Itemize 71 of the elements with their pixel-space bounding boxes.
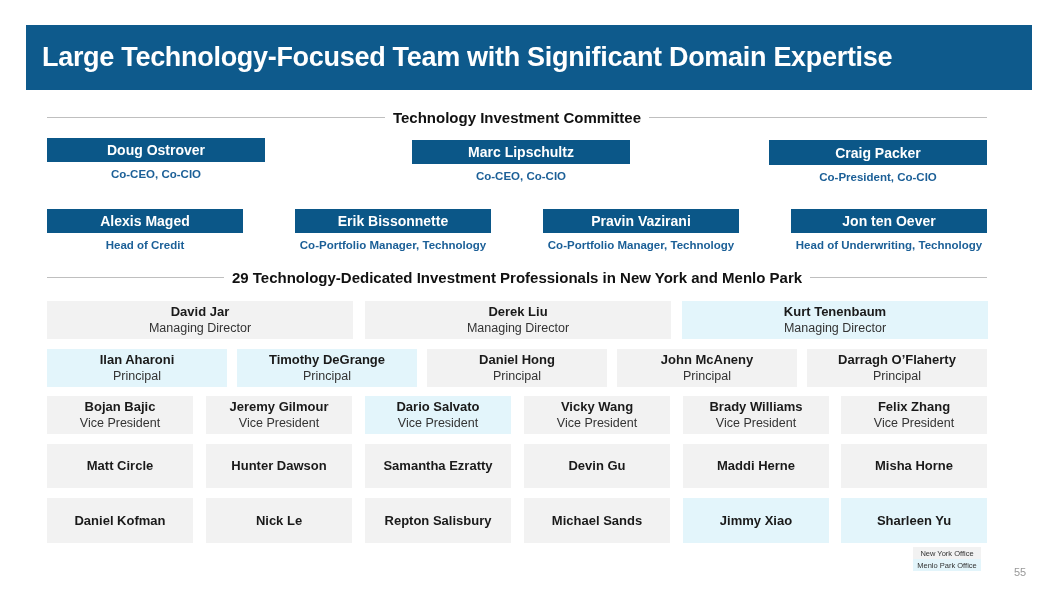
role-title: Co-CEO, Co-CIO	[109, 167, 203, 182]
role-title: Co-President, Co-CIO	[818, 170, 938, 185]
name-bar	[47, 138, 265, 162]
name-bar	[295, 209, 491, 233]
person-name: Maddi Herne	[717, 458, 795, 474]
person-name: Hunter Dawson	[231, 458, 327, 474]
person-name: Daniel Kofman	[74, 512, 166, 529]
person-card	[365, 396, 511, 434]
person-name: Erik Bissonnette	[337, 213, 449, 229]
role-title: Co-Portfolio Manager, Technology	[298, 238, 488, 253]
role-title: Vice President	[873, 415, 955, 431]
role-title: Co-Portfolio Manager, Technology	[546, 238, 736, 253]
person-name: Vicky Wang	[560, 399, 634, 415]
person-name: Dario Salvato	[396, 399, 480, 415]
slide-title: Large Technology-Focused Team with Significant Domain Expertise	[42, 42, 893, 73]
page-number: 55	[1014, 566, 1027, 578]
name-bar	[791, 209, 987, 233]
person-name: Sharleen Yu	[876, 512, 952, 529]
person-name: Misha Horne	[875, 458, 953, 474]
role-title: Managing Director	[783, 320, 887, 336]
person-name: Bojan Bajic	[84, 399, 156, 415]
person-name: Michael Sands	[551, 512, 643, 529]
person-name: Felix Zhang	[877, 399, 951, 415]
person-name: Pravin Vazirani	[591, 213, 691, 229]
role-title: Managing Director	[148, 320, 252, 336]
role-title: Co-CEO, Co-CIO	[474, 169, 568, 184]
person-name: Craig Packer	[835, 144, 921, 161]
person-name: Repton Salisbury	[384, 512, 492, 529]
person-card	[682, 301, 988, 339]
role-title: Principal	[113, 368, 161, 384]
person-name: Daniel Hong	[479, 352, 555, 368]
name-bar	[412, 140, 630, 164]
name-bar	[47, 209, 243, 233]
role-title: Vice President	[79, 415, 161, 431]
role-title: Vice President	[556, 415, 638, 431]
person-name: Darragh O’Flaherty	[838, 352, 956, 368]
role-title: Vice President	[715, 415, 797, 431]
role-title: Principal	[493, 368, 541, 384]
person-name: Samantha Ezratty	[383, 458, 493, 474]
name-bar	[543, 209, 739, 233]
person-name: Marc Lipschultz	[468, 144, 574, 160]
person-card	[237, 349, 417, 387]
person-name: Kurt Tenenbaum	[783, 304, 887, 320]
person-name: Jimmy Xiao	[719, 512, 793, 529]
person-name: Nick Le	[255, 512, 303, 529]
person-name: Timothy DeGrange	[268, 352, 386, 368]
role-title: Head of Credit	[104, 238, 186, 253]
person-name: Devin Gu	[568, 458, 626, 474]
person-name: David Jar	[170, 304, 230, 320]
person-name: Ilan Aharoni	[99, 352, 175, 368]
person-name: Matt Circle	[86, 458, 154, 474]
person-name: Brady Williams	[709, 399, 803, 415]
role-title: Vice President	[238, 415, 320, 431]
role-title: Head of Underwriting, Technology	[794, 238, 984, 253]
role-title: Principal	[873, 368, 921, 384]
person-card	[841, 498, 987, 543]
section-heading: 29 Technology-Dedicated Investment Professionals in New York and Menlo Park	[231, 269, 803, 286]
person-name: Jon ten Oever	[842, 213, 936, 229]
person-card	[683, 498, 829, 543]
person-name: John McAneny	[660, 352, 754, 368]
person-name: Jeremy Gilmour	[229, 399, 329, 415]
name-bar	[769, 140, 987, 165]
role-title: Principal	[303, 368, 351, 384]
section-heading: Technology Investment Committee	[392, 109, 642, 126]
role-title: Vice President	[397, 415, 479, 431]
role-title: Managing Director	[466, 320, 570, 336]
person-name: Doug Ostrover	[107, 142, 205, 158]
person-name: Derek Liu	[488, 304, 548, 320]
role-title: Principal	[683, 368, 731, 384]
person-name: Alexis Maged	[100, 213, 190, 229]
person-card	[47, 349, 227, 387]
